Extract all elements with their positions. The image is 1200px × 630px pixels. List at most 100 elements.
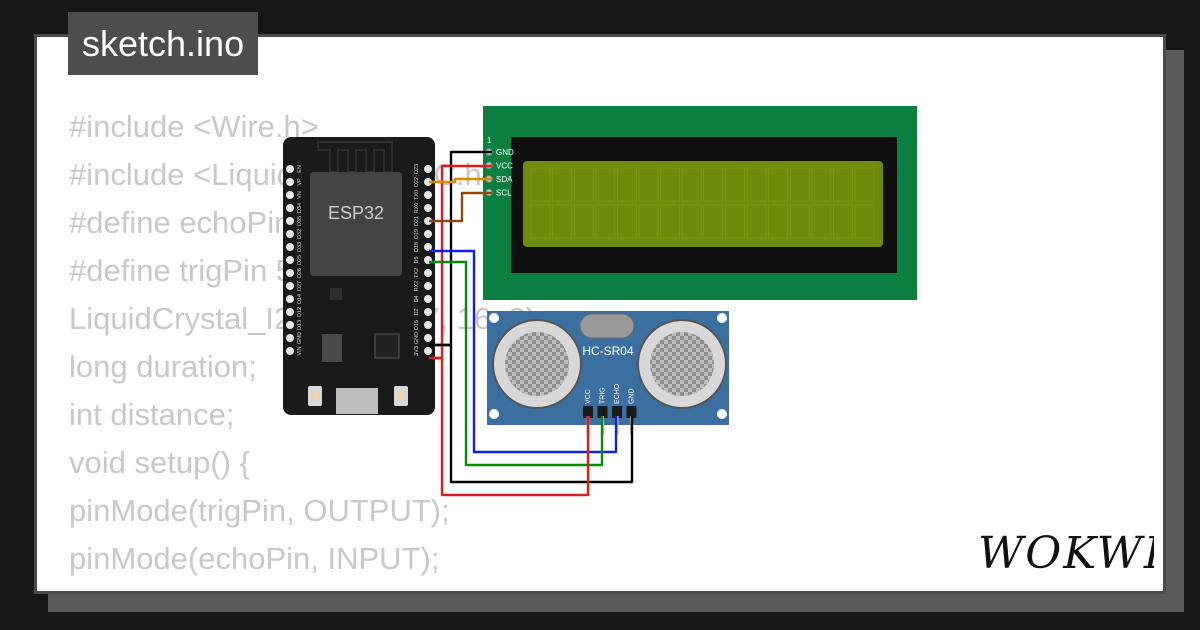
esp32-pin[interactable] [286, 308, 294, 316]
esp32-pin-label: D18 [414, 242, 420, 252]
esp32-chip-small [330, 288, 342, 300]
sensor-mount-hole [717, 409, 727, 419]
esp32-pin[interactable] [424, 334, 432, 342]
sensor-label: HC-SR04 [582, 344, 634, 358]
lcd-cell [746, 204, 767, 239]
code-line: long duration; [69, 349, 257, 384]
esp32-pin-label: GND [414, 332, 420, 344]
lcd-cell [530, 204, 551, 239]
esp32-pin-label: RX2 [414, 281, 420, 292]
esp32-label: ESP32 [328, 203, 384, 223]
esp32-pin-label: TX2 [414, 268, 420, 278]
esp32-pin-label: RX0 [414, 203, 420, 214]
esp32-pin[interactable] [424, 347, 432, 355]
code-line: int distance; [69, 397, 235, 432]
lcd-cell [746, 167, 767, 202]
esp32-module [310, 172, 402, 276]
esp32-pin[interactable] [424, 165, 432, 173]
esp32-pin[interactable] [424, 243, 432, 251]
lcd-cell [552, 167, 572, 202]
esp32-right-pins: D23D22TX0RX0D21D19D18D5TX2RX2D4D2D15GND3… [414, 164, 432, 356]
esp32-pin[interactable] [424, 321, 432, 329]
sensor-mesh-right [650, 332, 714, 396]
esp32-pin-label: 3V3 [414, 346, 420, 356]
esp32-pin-label: EN [297, 165, 303, 173]
lcd-cell [660, 204, 680, 239]
lcd-cell [768, 204, 788, 239]
sensor-pin-label: ECHO [614, 383, 621, 404]
lcd-pin-index: 1 [487, 136, 492, 145]
code-line: pinMode(echoPin, INPUT); [69, 541, 440, 576]
lcd-pin-label: GND [496, 148, 514, 157]
wire-vcc-sensor [429, 356, 590, 497]
esp32-usb-chip [374, 333, 400, 359]
lcd-screen [523, 161, 883, 247]
sensor-pin-housing [583, 406, 593, 418]
wire-gnd-sensor [429, 343, 634, 484]
lcd-cell [833, 204, 853, 239]
esp32-pin[interactable] [286, 334, 294, 342]
esp32-pin[interactable] [286, 191, 294, 199]
esp32-pin[interactable] [286, 282, 294, 290]
esp32-usb-port [336, 388, 378, 414]
lcd-cell [681, 167, 702, 202]
esp32-pin-label: VP [297, 178, 303, 186]
lcd-pin-label: VCC [496, 162, 513, 171]
esp32-pin[interactable] [286, 321, 294, 329]
esp32-pin[interactable] [286, 204, 294, 212]
esp32-pin-label: VN [297, 191, 303, 199]
lcd-cell [789, 167, 810, 202]
lcd-cell [595, 167, 616, 202]
esp32-pin[interactable] [424, 230, 432, 238]
esp32-pin-label: D13 [297, 320, 303, 330]
esp32-board[interactable]: ESP32 ENVPVND34D35D32D33D25D26D27D14D12D… [283, 137, 435, 415]
esp32-pin[interactable] [286, 178, 294, 186]
wokwi-logo: WOKWI [978, 528, 1154, 579]
esp32-pin[interactable] [286, 165, 294, 173]
wire-echo [429, 249, 618, 454]
esp32-pin[interactable] [286, 295, 294, 303]
esp32-pin[interactable] [286, 243, 294, 251]
lcd-cell [638, 204, 659, 239]
lcd-cell [660, 167, 680, 202]
esp32-pin[interactable] [286, 230, 294, 238]
lcd-cell [681, 204, 702, 239]
esp32-pin-label: D4 [414, 295, 420, 302]
code-line: lcd.init(); [69, 583, 545, 591]
esp32-pin-label: D14 [297, 294, 303, 304]
esp32-pin[interactable] [286, 256, 294, 264]
sensor-pin-housing [626, 406, 637, 418]
esp32-pin[interactable] [424, 204, 432, 212]
esp32-pin-label: D35 [297, 216, 303, 226]
esp32-pin[interactable] [286, 217, 294, 225]
esp32-pin[interactable] [286, 347, 294, 355]
sketch-filename: sketch.ino [68, 12, 259, 75]
esp32-pin[interactable] [424, 178, 432, 186]
esp32-pin-label: D23 [414, 164, 420, 174]
esp32-pin-label: D19 [414, 229, 420, 239]
lcd-cell [725, 167, 745, 202]
esp32-pin[interactable] [424, 269, 432, 277]
wokwi-logo-text: WOKWI [978, 528, 1154, 579]
lcd-cell [638, 167, 659, 202]
esp32-pin[interactable] [424, 295, 432, 303]
esp32-pin[interactable] [424, 191, 432, 199]
lcd-cell [552, 204, 572, 239]
lcd-cell [617, 167, 637, 202]
lcd-cell [811, 204, 832, 239]
esp32-pin[interactable] [424, 308, 432, 316]
esp32-pin[interactable] [286, 269, 294, 277]
wires [429, 150, 634, 497]
esp32-pin-label: D25 [297, 255, 303, 265]
sensor-mount-hole [489, 409, 499, 419]
lcd-character-cells [530, 167, 875, 239]
sensor-pin-label: TRIG [600, 387, 607, 404]
esp32-pin[interactable] [424, 217, 432, 225]
lcd-cell [854, 204, 875, 239]
esp32-pin-label: D26 [297, 268, 303, 278]
esp32-pin[interactable] [424, 282, 432, 290]
sensor-mount-hole [489, 313, 499, 323]
